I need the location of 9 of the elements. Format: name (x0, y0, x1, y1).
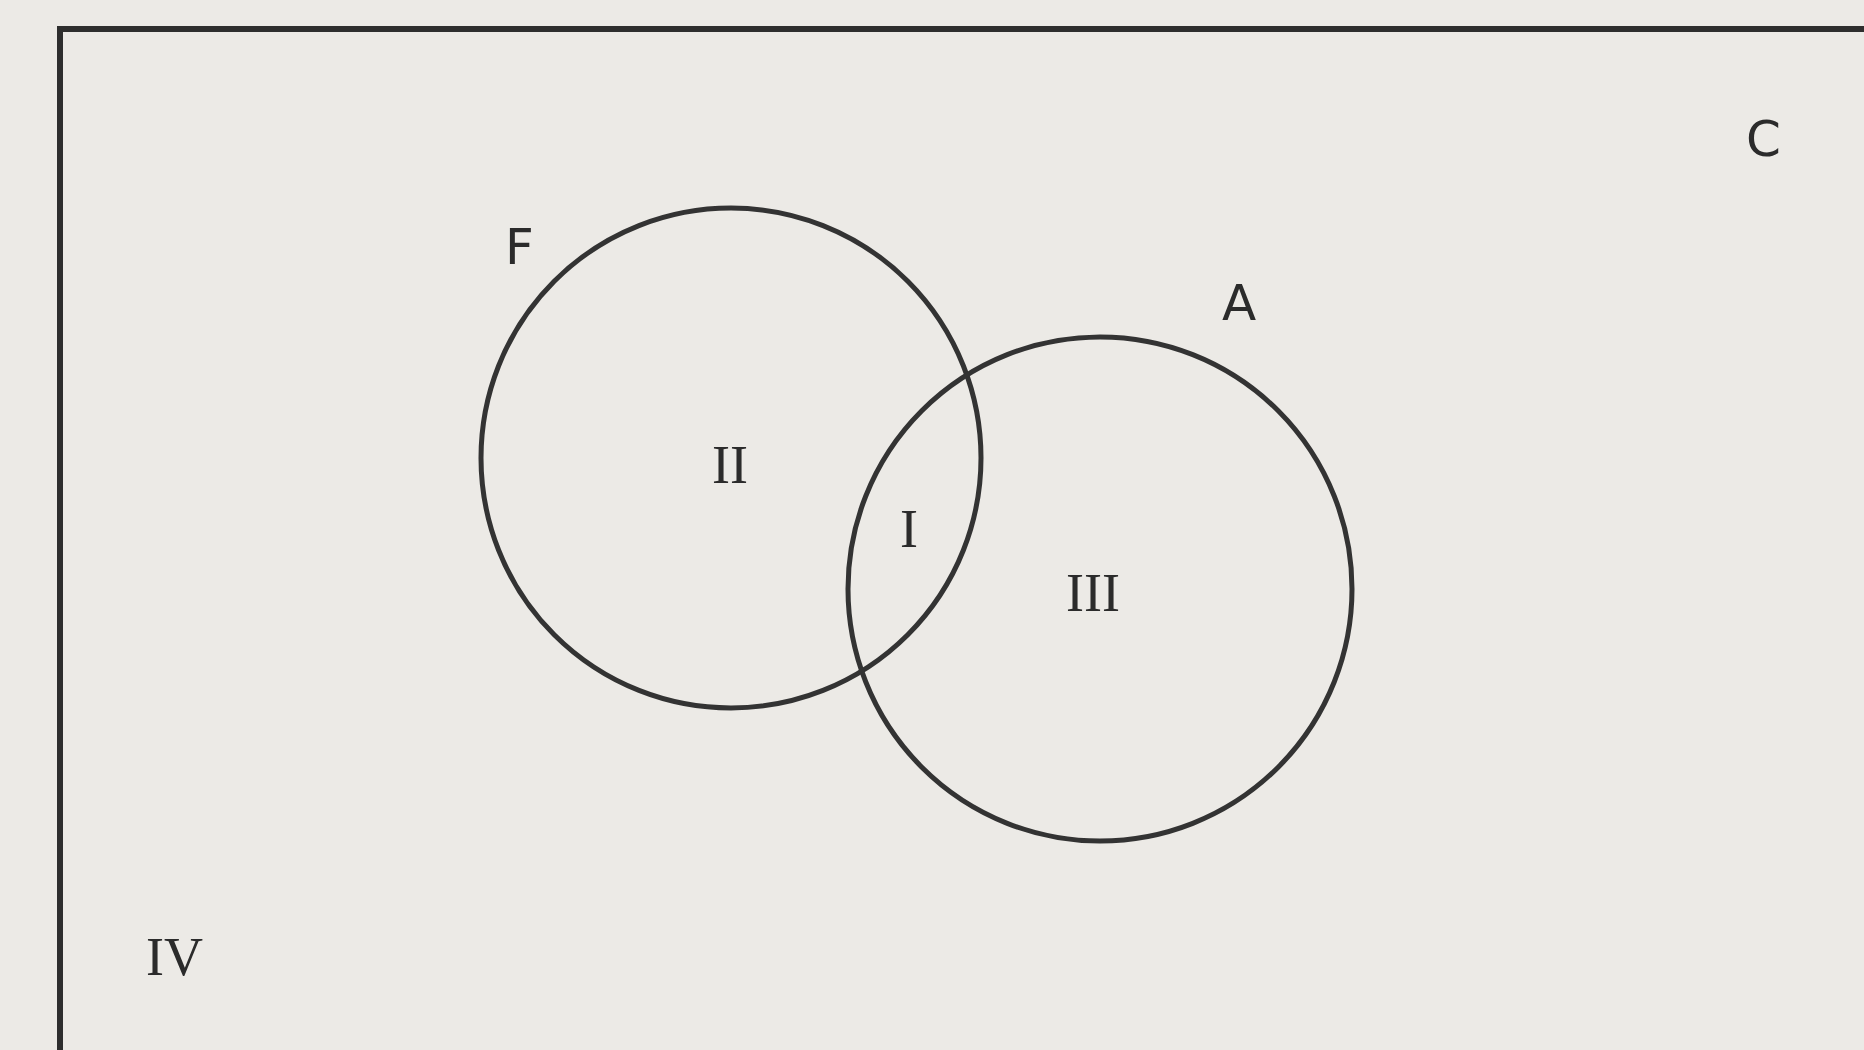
set-circle (477, 204, 985, 712)
region-label: II (712, 438, 748, 492)
region-label: I (900, 502, 918, 556)
universe-rectangle (57, 26, 1864, 1050)
region-label: III (1066, 566, 1120, 620)
set-label: A (1222, 278, 1257, 328)
set-label: F (505, 222, 534, 272)
region-label: IV (146, 930, 203, 984)
set-label: C (1746, 114, 1781, 164)
